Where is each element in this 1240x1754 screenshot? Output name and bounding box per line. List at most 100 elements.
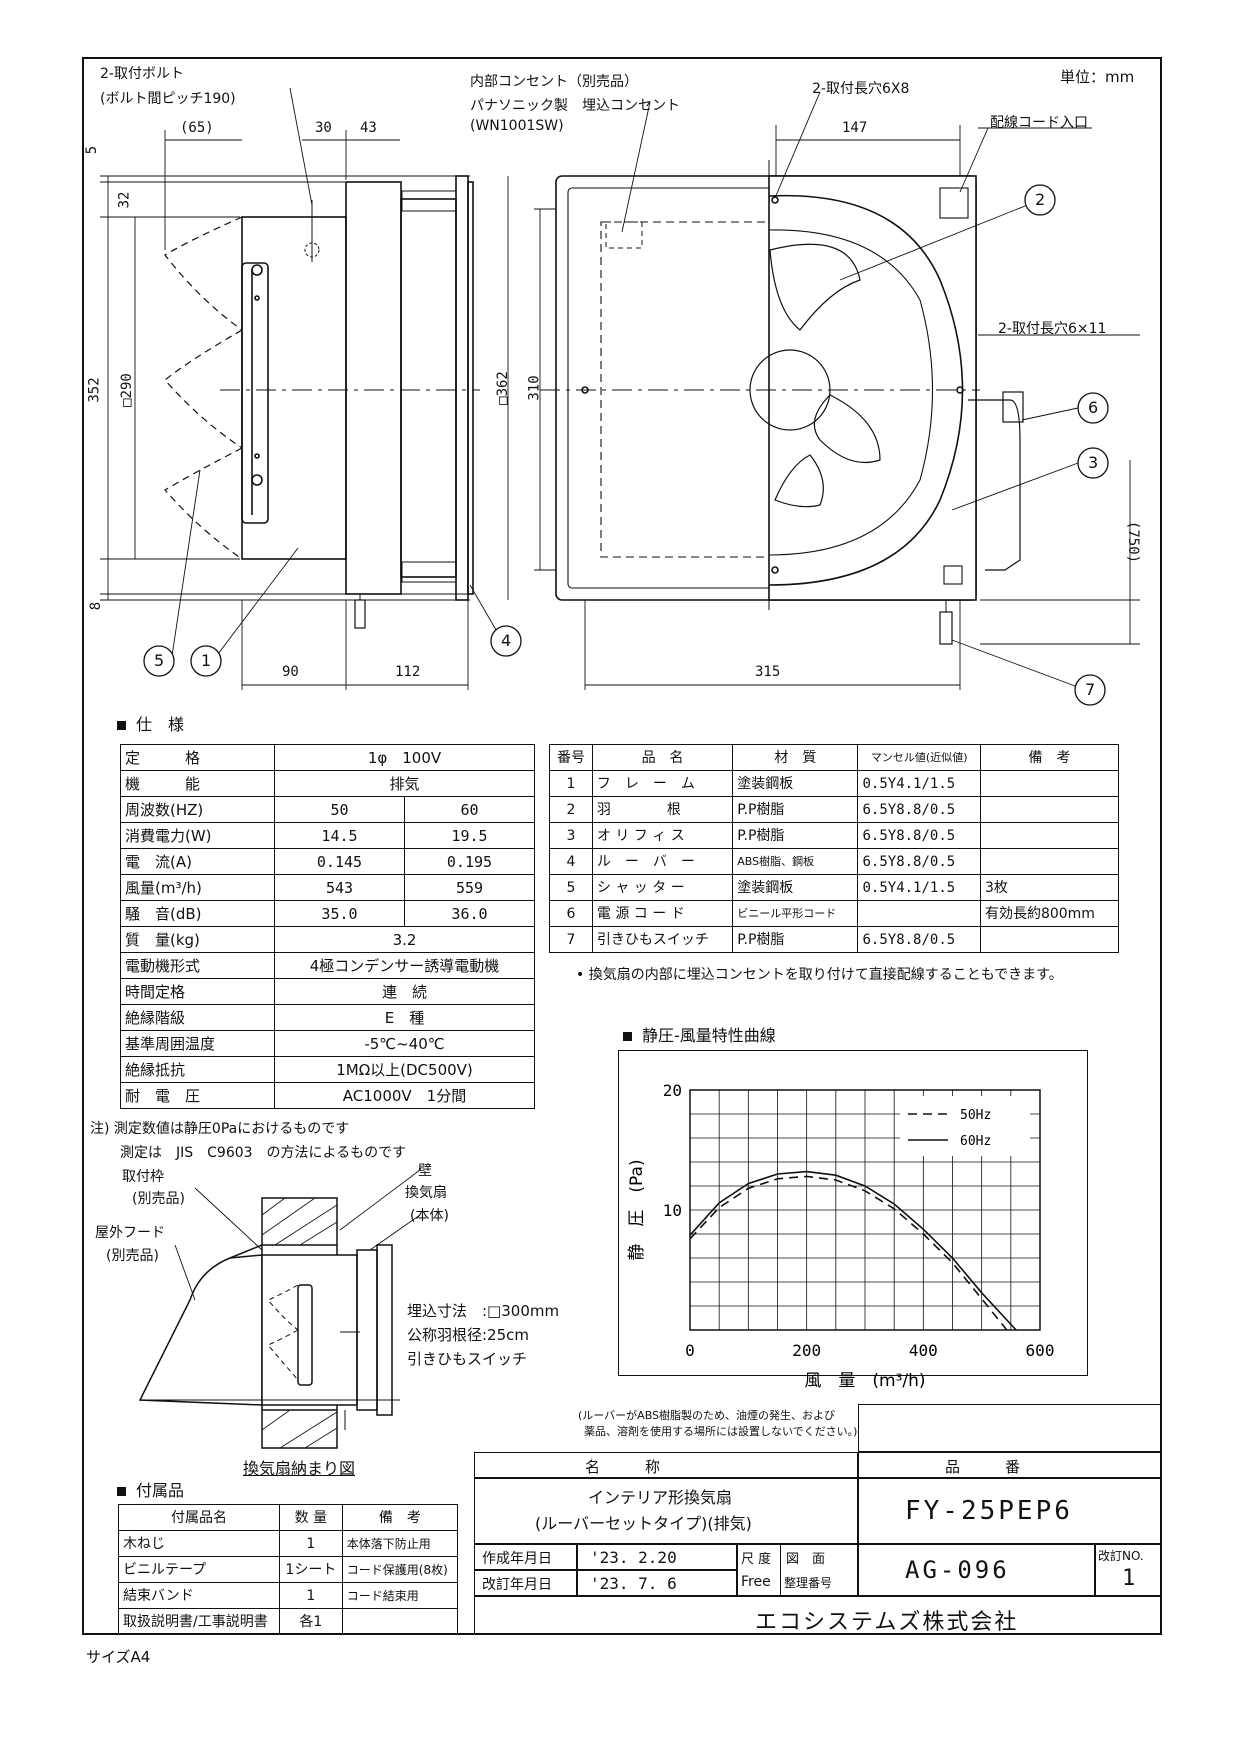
parts-cell: P.P樹脂 <box>732 796 859 823</box>
parts-cell: 5 <box>549 874 593 901</box>
spec-value-60hz: 36.0 <box>403 900 536 927</box>
outlet-model: (WN1001SW) <box>470 118 564 134</box>
parts-cell: 羽 根 <box>591 796 734 823</box>
titleblock-name-cell <box>474 1478 858 1544</box>
spec-label: 基準周囲温度 <box>120 1030 275 1057</box>
created-cell <box>577 1544 737 1570</box>
spec-title: 仕 様 <box>117 711 184 735</box>
accessories-header-row: 付属品名数 量備 考 <box>118 1504 459 1531</box>
company-name: エコシステムズ株式会社 <box>755 1610 1019 1635</box>
spec-label: 騒 音(dB) <box>120 900 275 927</box>
spec-label: 絶縁階級 <box>120 1004 275 1031</box>
spec-value-60hz: 19.5 <box>403 822 536 849</box>
parts-cell: ABS樹脂、鋼板 <box>732 848 859 875</box>
product-name-1: インテリア形換気扇 <box>588 1488 733 1507</box>
parts-cell <box>979 848 1120 875</box>
parts-note: • 換気扇の内部に埋込コンセントを取り付けて直接配線することもできます。 <box>576 967 1063 983</box>
accessories-header: 付属品名 <box>118 1504 280 1531</box>
accessories-cell: コード結束用 <box>341 1582 459 1609</box>
parts-cell: 引きひもスイッチ <box>591 926 734 953</box>
install-caption: 換気扇納まり図 <box>243 1459 356 1478</box>
parts-cell: 塗装鋼板 <box>732 874 859 901</box>
rev-cell <box>1095 1544 1162 1596</box>
titleblock-name-head <box>474 1452 858 1478</box>
parts-cell: ル ー バ ー <box>591 848 734 875</box>
drawing-no-cell <box>858 1544 1095 1596</box>
spec-value: AC1000V 1分間 <box>274 1082 535 1109</box>
spec-label: 耐 電 圧 <box>120 1082 275 1109</box>
outlet-maker: パナソニック製 埋込コンセント <box>470 98 680 114</box>
rev-number: 1 <box>1122 1566 1136 1591</box>
parts-header: マンセル値(近似値) <box>857 744 981 771</box>
technical-drawing <box>100 87 1140 706</box>
parts-cell <box>979 822 1120 849</box>
dim-5: 5 <box>84 145 101 155</box>
install-size-3: 引きひもスイッチ <box>407 1350 528 1368</box>
dim-315: 315 <box>755 664 781 680</box>
dim-147: 147 <box>842 120 868 136</box>
parts-cell: ビニール平形コード <box>732 900 859 927</box>
parts-cell: 0.5Y4.1/1.5 <box>857 770 981 797</box>
product-model: FY-25PEP6 <box>905 1496 1073 1526</box>
spec-row: 基準周囲温度-5℃~40℃ <box>120 1030 535 1057</box>
parts-cell: 1 <box>549 770 593 797</box>
spec-value: 1MΩ以上(DC500V) <box>274 1056 535 1083</box>
dim-43: 43 <box>360 120 377 136</box>
parts-cell: オ リ フ ィ ス <box>591 822 734 849</box>
parts-cell <box>979 926 1120 953</box>
parts-cell: P.P樹脂 <box>732 926 859 953</box>
dim-352: 352 <box>86 377 103 403</box>
install-wall-label: 壁 <box>418 1163 432 1179</box>
spec-value: 排気 <box>274 770 535 797</box>
parts-cell: 有効長約800mm <box>979 900 1120 927</box>
spec-label: 周波数(HZ) <box>120 796 275 823</box>
accessories-cell: 木ねじ <box>118 1530 280 1557</box>
spec-label: 電動機形式 <box>120 952 275 979</box>
dim-32: 32 <box>116 191 133 209</box>
spec-label: 消費電力(W) <box>120 822 275 849</box>
slot-6x11-label: 2-取付長穴6×11 <box>998 321 1107 337</box>
parts-cell: 7 <box>549 926 593 953</box>
parts-cell: 6.5Y8.8/0.5 <box>857 848 981 875</box>
curve-title: 静圧-風量特性曲線 <box>623 1022 776 1046</box>
install-size-1: 埋込寸法 :□300mm <box>407 1302 560 1320</box>
cord-inlet-label: 配線コード入口 <box>990 115 1088 131</box>
parts-cell <box>979 796 1120 823</box>
spec-value: 3.2 <box>274 926 535 953</box>
parts-cell: 6.5Y8.8/0.5 <box>857 926 981 953</box>
revised-label-cell <box>474 1570 577 1596</box>
spec-value: 4極コンデンサー誘導電動機 <box>274 952 535 979</box>
ref-label: 整理番号 <box>784 1576 833 1590</box>
parts-cell: 塗装鋼板 <box>732 770 859 797</box>
balloon-6: 6 <box>1088 398 1099 417</box>
titleblock-model-head <box>858 1452 1162 1478</box>
spec-value-50hz: 50 <box>274 796 405 823</box>
balloon-4: 4 <box>501 631 512 650</box>
install-hood-label: 屋外フード <box>95 1225 165 1241</box>
install-size-2: 公称羽根径:25cm <box>407 1326 530 1344</box>
chart-box <box>618 1050 1088 1376</box>
dim-362: □362 <box>494 371 511 405</box>
accessories-header: 備 考 <box>341 1504 459 1531</box>
dim-90: 90 <box>282 664 299 680</box>
spec-label: 電 流(A) <box>120 848 275 875</box>
spec-value-50hz: 14.5 <box>274 822 405 849</box>
parts-cell: シ ャ ッ タ ー <box>591 874 734 901</box>
revised-cell <box>577 1570 737 1596</box>
dim-112: 112 <box>395 664 421 680</box>
parts-header: 備 考 <box>979 744 1120 771</box>
accessories-cell: 1シート <box>279 1556 343 1583</box>
spec-value-50hz: 543 <box>274 874 405 901</box>
parts-cell: P.P樹脂 <box>732 822 859 849</box>
accessories-cell: 1 <box>279 1530 343 1557</box>
